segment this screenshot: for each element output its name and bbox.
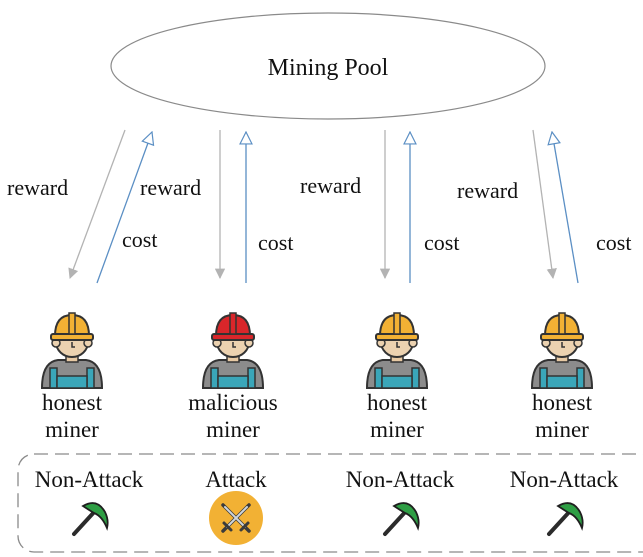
- miner-role-label: honest: [42, 390, 103, 415]
- reward-arrow: [68, 129, 126, 279]
- strategy-label: Non-Attack: [510, 467, 619, 492]
- miner-label: miner: [206, 417, 260, 442]
- miner-role-label: malicious: [188, 390, 277, 415]
- strategy-box: [17, 453, 643, 553]
- reward-label: reward: [457, 178, 518, 203]
- cost-label: cost: [122, 227, 157, 252]
- reward-label: reward: [300, 173, 361, 198]
- miner-icon: [202, 312, 264, 389]
- reward-label: reward: [140, 175, 201, 200]
- flow-2: reward cost: [140, 130, 293, 283]
- miner-label: miner: [45, 417, 99, 442]
- cost-label: cost: [596, 230, 631, 255]
- flow-1: reward cost: [7, 129, 157, 284]
- miner-icon: [531, 312, 593, 389]
- miner-label: miner: [370, 417, 424, 442]
- strategy-4: Non-Attack: [510, 467, 619, 536]
- miner-role-label: honest: [532, 390, 593, 415]
- pickaxe-icon: [547, 502, 584, 536]
- cost-label: cost: [258, 230, 293, 255]
- cost-label: cost: [424, 230, 459, 255]
- strategy-3: Non-Attack: [346, 467, 455, 536]
- crossed-swords-icon: [209, 491, 263, 545]
- strategy-1: Non-Attack: [35, 467, 144, 536]
- mining-pool: Mining Pool: [110, 12, 546, 120]
- pickaxe-icon: [383, 502, 420, 536]
- strategy-label: Non-Attack: [35, 467, 144, 492]
- cost-arrow: [552, 132, 579, 284]
- strategy-2: Attack: [205, 467, 267, 545]
- flow-4: reward cost: [457, 129, 631, 284]
- reward-arrow: [532, 129, 557, 280]
- strategy-label: Non-Attack: [346, 467, 455, 492]
- mining-pool-ellipse: [110, 12, 546, 120]
- miner-label: miner: [535, 417, 589, 442]
- reward-label: reward: [7, 175, 68, 200]
- strategy-label: Attack: [205, 467, 267, 492]
- miner-icon: [41, 312, 103, 389]
- pickaxe-icon: [72, 502, 109, 536]
- cost-arrow: [96, 132, 152, 284]
- mining-pool-label: Mining Pool: [268, 55, 389, 81]
- flow-3: reward cost: [300, 130, 459, 283]
- miner-icon: [366, 312, 428, 389]
- miner-role-label: honest: [367, 390, 428, 415]
